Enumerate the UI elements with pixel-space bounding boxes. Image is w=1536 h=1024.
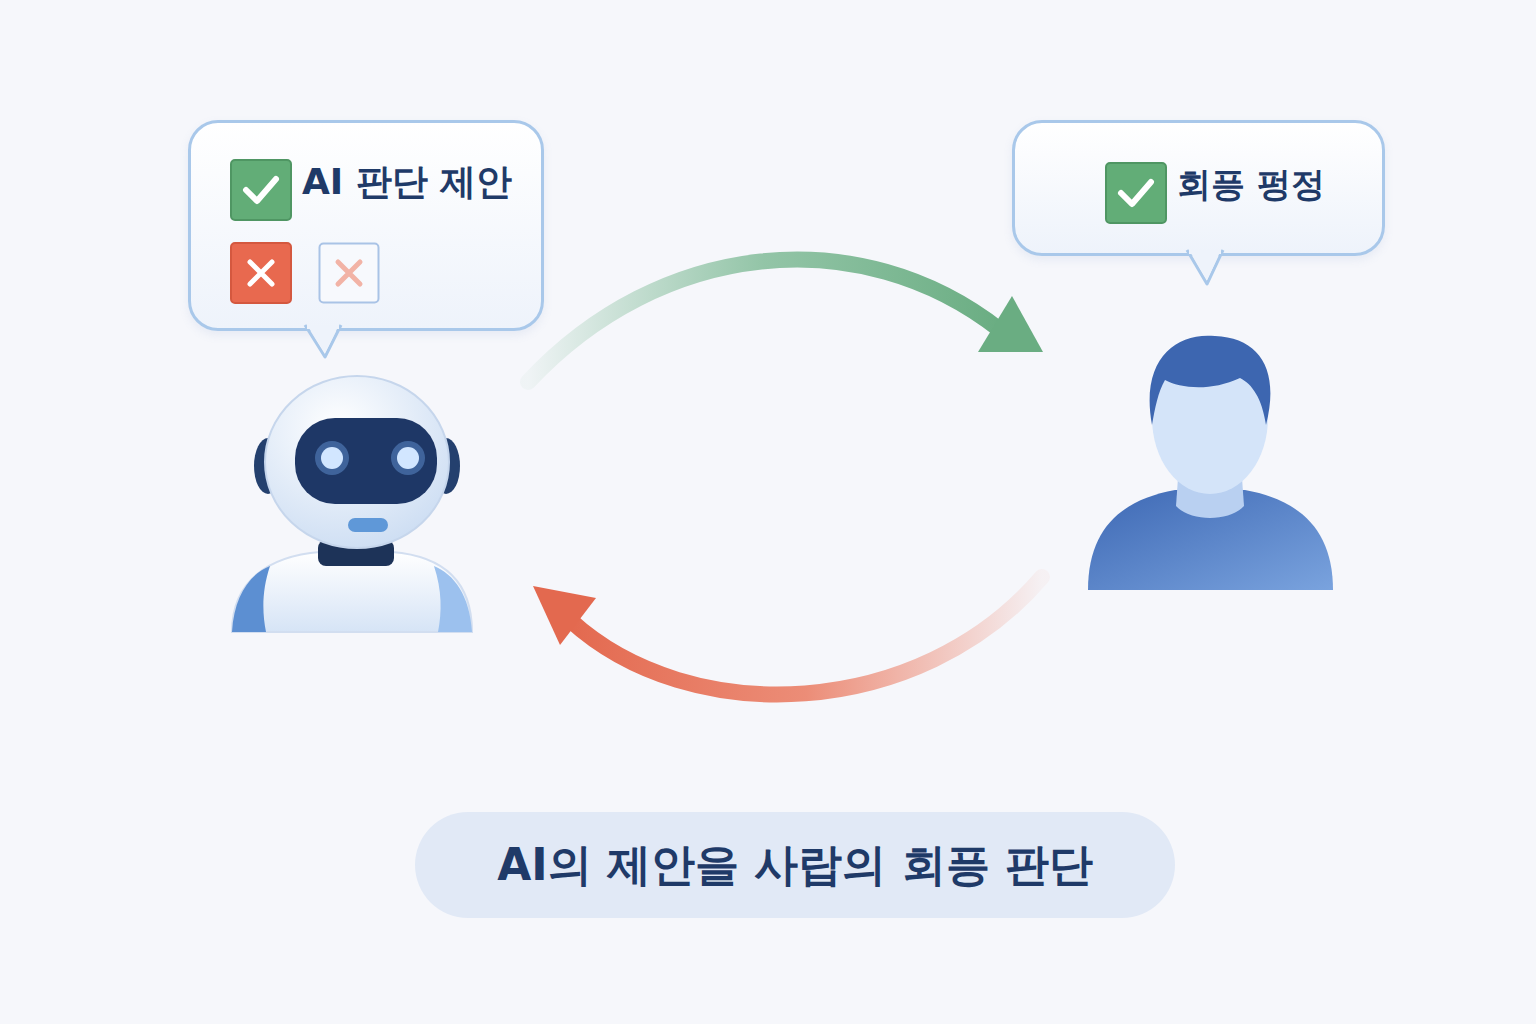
forward-arrow	[528, 260, 1043, 382]
check-icon	[1105, 162, 1167, 224]
bubble-tail	[1183, 250, 1243, 290]
bubble-text: 회픙 펑정	[1177, 162, 1325, 208]
faded-cross-icon	[318, 242, 380, 304]
feedback-arrow	[533, 577, 1042, 694]
caption-pill: AI의 제안을 사랍의 회픙 판단	[415, 812, 1175, 918]
speech-bubble: 회픙 펑정	[1012, 120, 1385, 256]
person-figure	[1088, 336, 1333, 590]
bubble-text: AI 판단 제안	[302, 158, 512, 207]
bubble-tail	[301, 325, 361, 363]
cross-icon	[230, 242, 292, 304]
check-icon	[230, 159, 292, 221]
speech-bubble: AI 판단 제안	[188, 120, 544, 331]
robot-figure	[232, 376, 472, 632]
caption-text: AI의 제안을 사랍의 회픙 판단	[497, 836, 1093, 895]
